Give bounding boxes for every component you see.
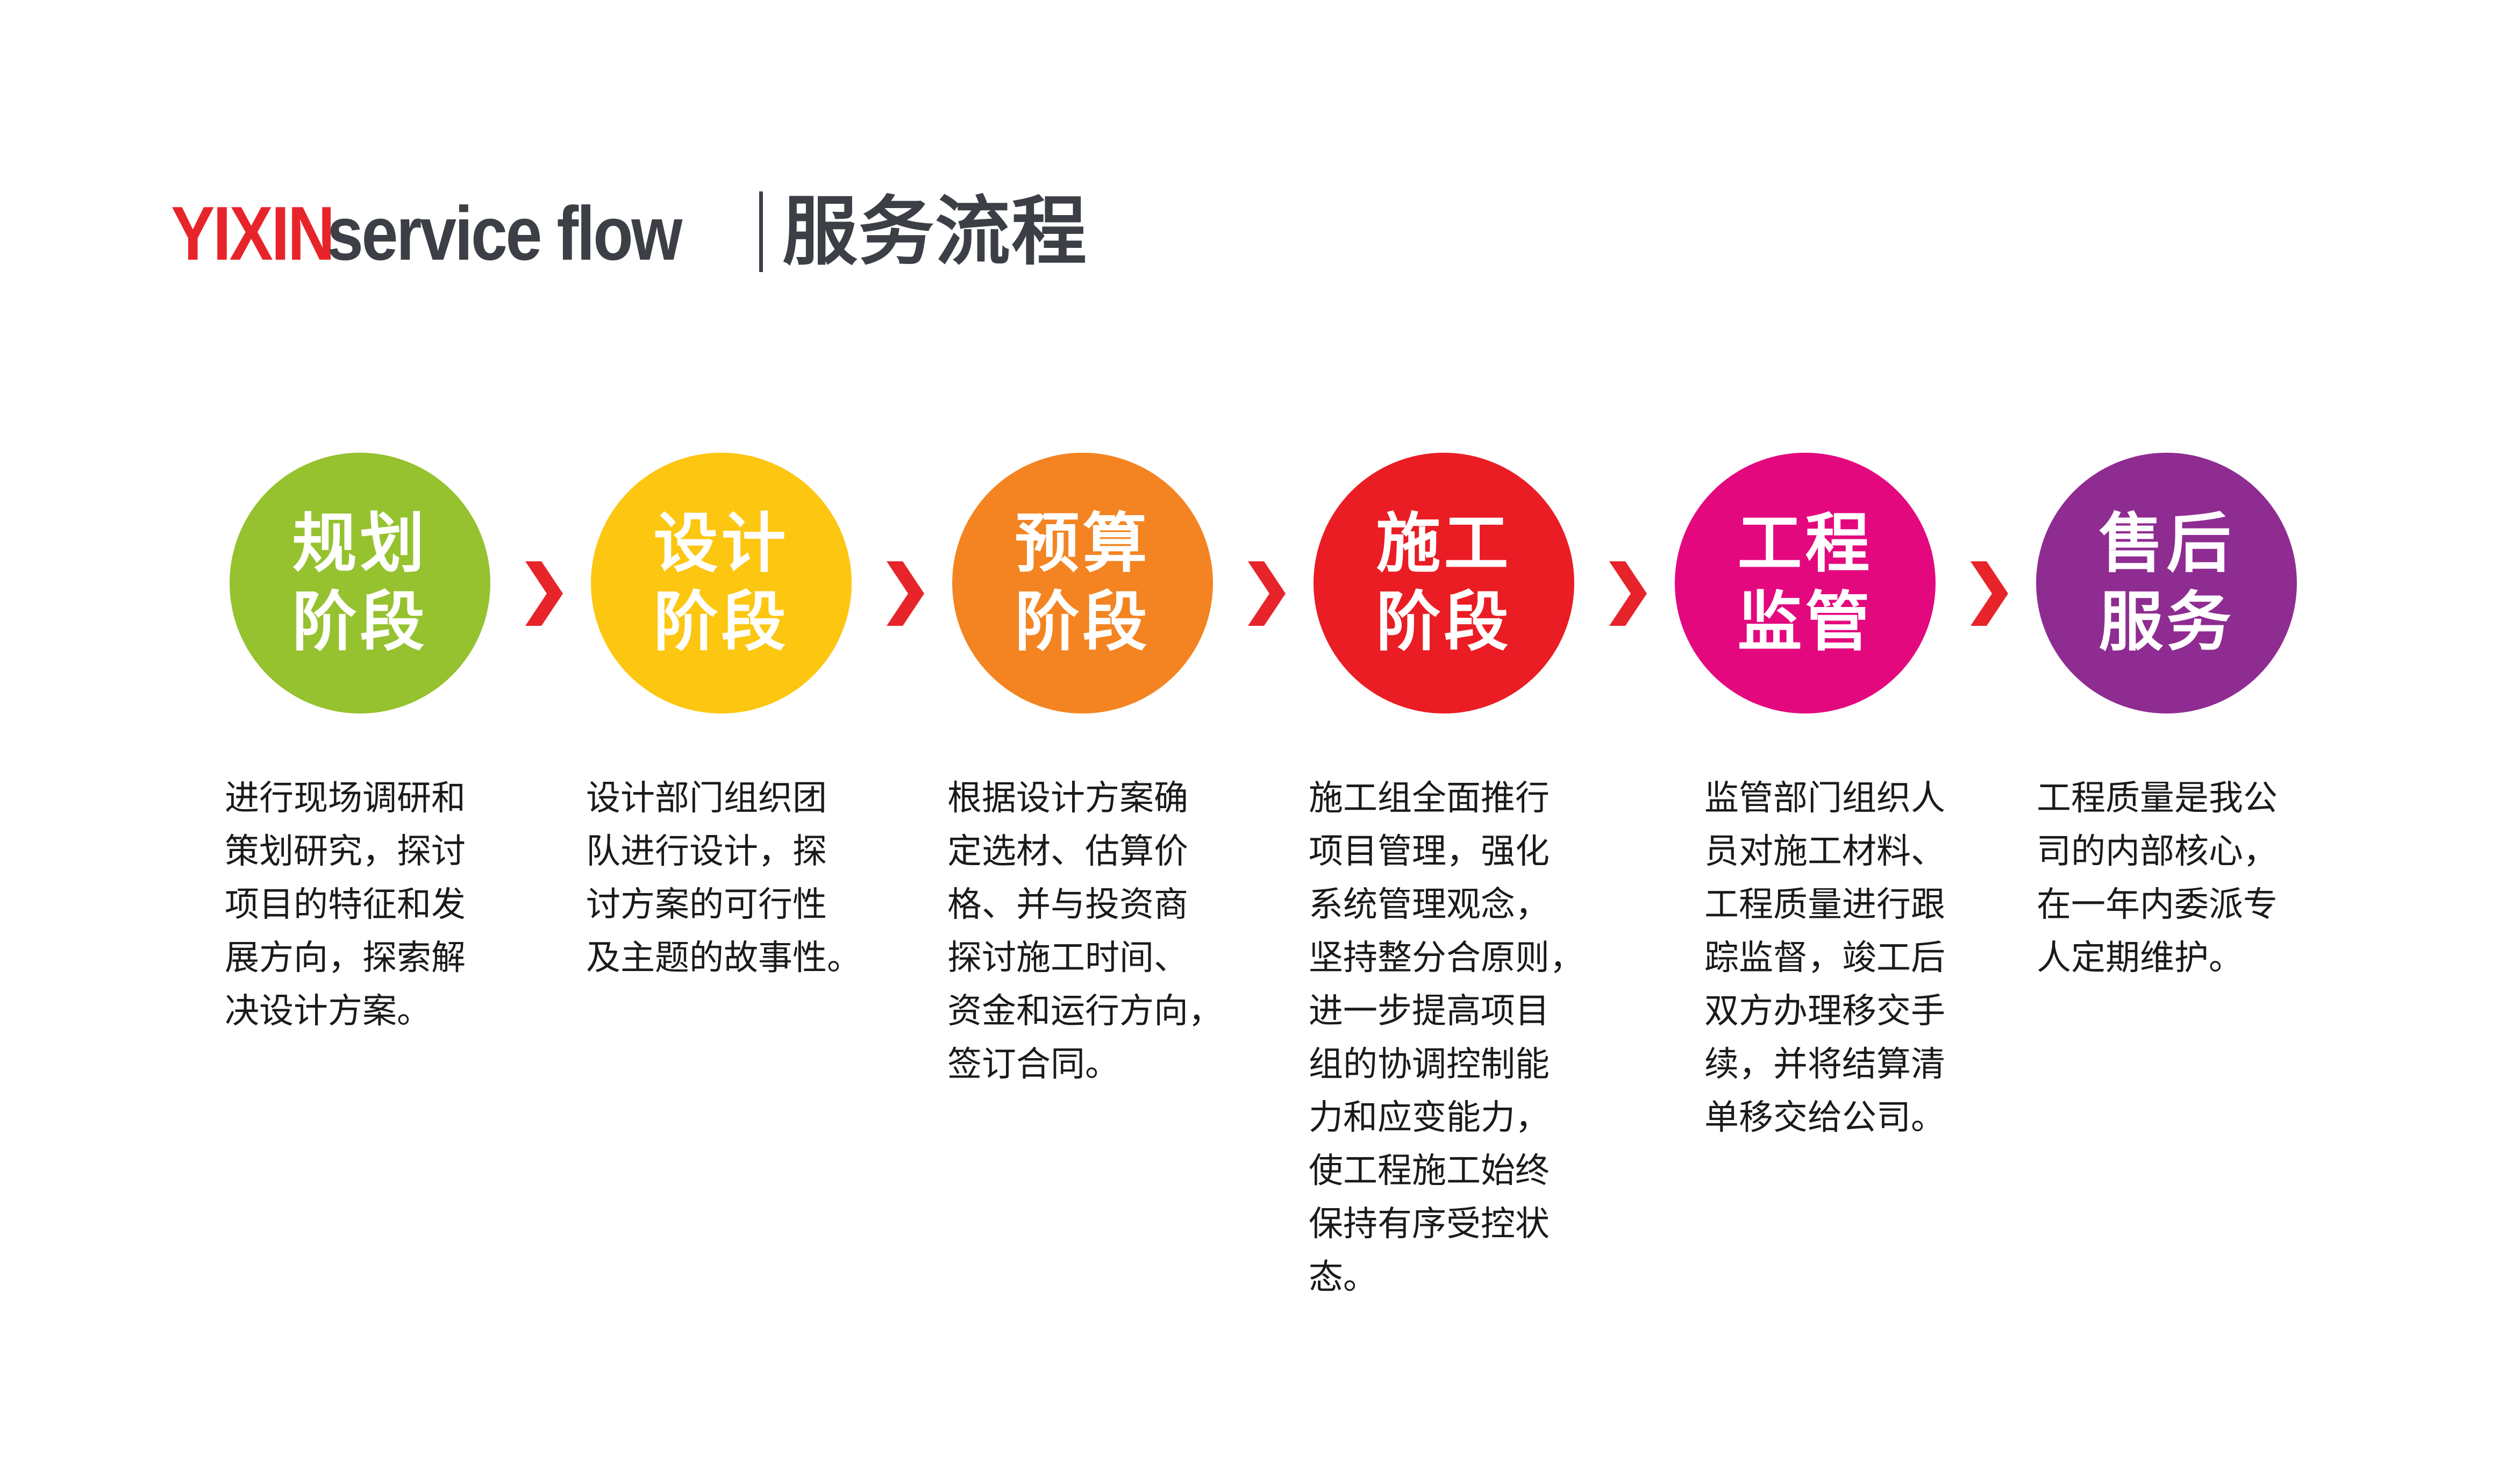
step-circle-after-sales: 售后 服务	[2036, 453, 2297, 713]
chevron-right-icon	[525, 561, 563, 626]
step-circle-budget: 预算 阶段	[952, 453, 1213, 713]
step-description-construction: 施工组全面推行 项目管理，强化 系统管理观念， 坚持整分合原则， 进一步提高项目…	[1309, 779, 1584, 1297]
step-circle-supervision: 工程 监管	[1675, 453, 1936, 713]
step-label-design: 设计 阶段	[653, 506, 789, 660]
step-description-after-sales: 工程质量是我公 司的内部核心， 在一年内委派专 人定期维护。	[2037, 779, 2278, 978]
step-label-supervision: 工程 监管	[1737, 506, 1873, 660]
step-description-design: 设计部门组织团 队进行设计，探 讨方案的可行性 及主题的故事性。	[586, 779, 861, 978]
step-label-budget: 预算 阶段	[1015, 506, 1151, 660]
step-circle-construction: 施工 阶段	[1313, 453, 1574, 713]
header-subtitle: service flow	[327, 191, 682, 276]
step-circle-design: 设计 阶段	[591, 453, 852, 713]
step-description-budget: 根据设计方案确 定选材、估算价 格、并与投资商 探讨施工时间、 资金和运行方向，…	[947, 779, 1223, 1084]
page-title: 服务流程	[782, 188, 1088, 276]
chevron-right-icon	[1609, 561, 1647, 626]
chevron-right-icon	[1248, 561, 1286, 626]
page-header: YIXIN service flow	[171, 188, 703, 280]
step-label-after-sales: 售后 服务	[2098, 506, 2235, 660]
chevron-right-icon	[1971, 561, 2008, 626]
step-circle-planning: 规划 阶段	[230, 453, 490, 713]
chevron-right-icon	[887, 561, 924, 626]
step-label-construction: 施工 阶段	[1376, 506, 1512, 660]
step-description-supervision: 监管部门组织人 员对施工材料、 工程质量进行跟 踪监督，竣工后 双方办理移交手 …	[1704, 779, 1945, 1138]
step-label-planning: 规划 阶段	[292, 506, 428, 660]
title-divider	[759, 191, 763, 272]
step-description-planning: 进行现场调研和 策划研究，探讨 项目的特征和发 展方向，探索解 决设计方案。	[225, 779, 466, 1031]
